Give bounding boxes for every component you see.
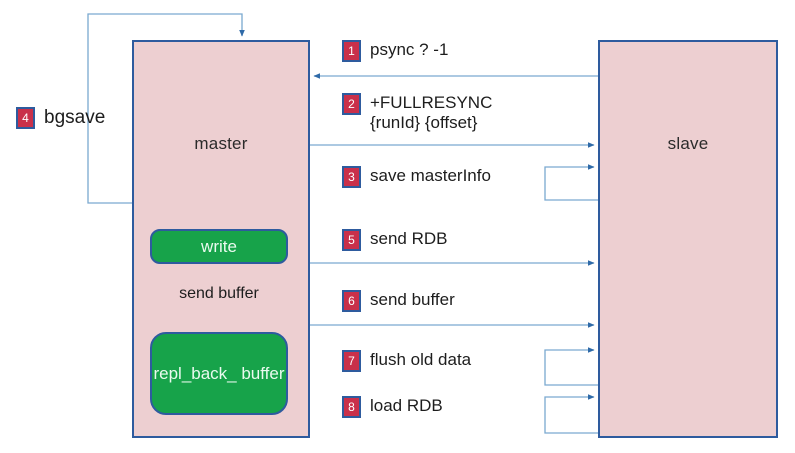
step-8: 8 load RDB	[342, 396, 443, 418]
node-master-label: master	[194, 134, 248, 153]
step-5: 5 send RDB	[342, 229, 447, 251]
send-buffer-label: send buffer	[179, 285, 259, 302]
step-1-label: psync ? -1	[370, 40, 449, 59]
connector-step-8	[544, 394, 598, 434]
step-7-label: flush old data	[370, 350, 472, 369]
step-8-label: load RDB	[370, 396, 443, 415]
connector-bgsave-loop	[87, 13, 245, 204]
node-slave[interactable]: slave	[598, 40, 778, 438]
step-8-badge: 8	[342, 396, 361, 418]
step-4-label: bgsave	[44, 107, 106, 128]
connector-step-3	[544, 164, 598, 201]
step-6: 6 send buffer	[342, 290, 455, 312]
node-repl-back-buffer[interactable]: repl_back_ buffer	[150, 332, 288, 415]
step-3-badge: 3	[342, 166, 361, 188]
step-4: 4 bgsave	[16, 107, 105, 129]
step-2-badge: 2	[342, 93, 361, 115]
step-5-badge: 5	[342, 229, 361, 251]
node-repl-back-buffer-label: repl_back_ buffer	[153, 363, 285, 383]
step-2: 2 +FULLRESYNC {runId} {offset}	[342, 93, 492, 133]
step-3: 3 save masterInfo	[342, 166, 491, 188]
node-write-buffer-label: write	[201, 236, 237, 256]
step-6-label: send buffer	[370, 290, 455, 309]
step-4-badge: 4	[16, 107, 35, 129]
step-7-badge: 7	[342, 350, 361, 372]
step-1: 1 psync ? -1	[342, 40, 448, 62]
step-2-label: +FULLRESYNC {runId} {offset}	[370, 93, 493, 132]
step-7: 7 flush old data	[342, 350, 471, 372]
step-6-badge: 6	[342, 290, 361, 312]
connector-step-7	[544, 347, 598, 386]
node-slave-label: slave	[667, 134, 709, 153]
step-5-label: send RDB	[370, 229, 448, 248]
node-write-buffer[interactable]: write	[150, 229, 288, 264]
step-3-label: save masterInfo	[370, 166, 491, 185]
step-1-badge: 1	[342, 40, 361, 62]
